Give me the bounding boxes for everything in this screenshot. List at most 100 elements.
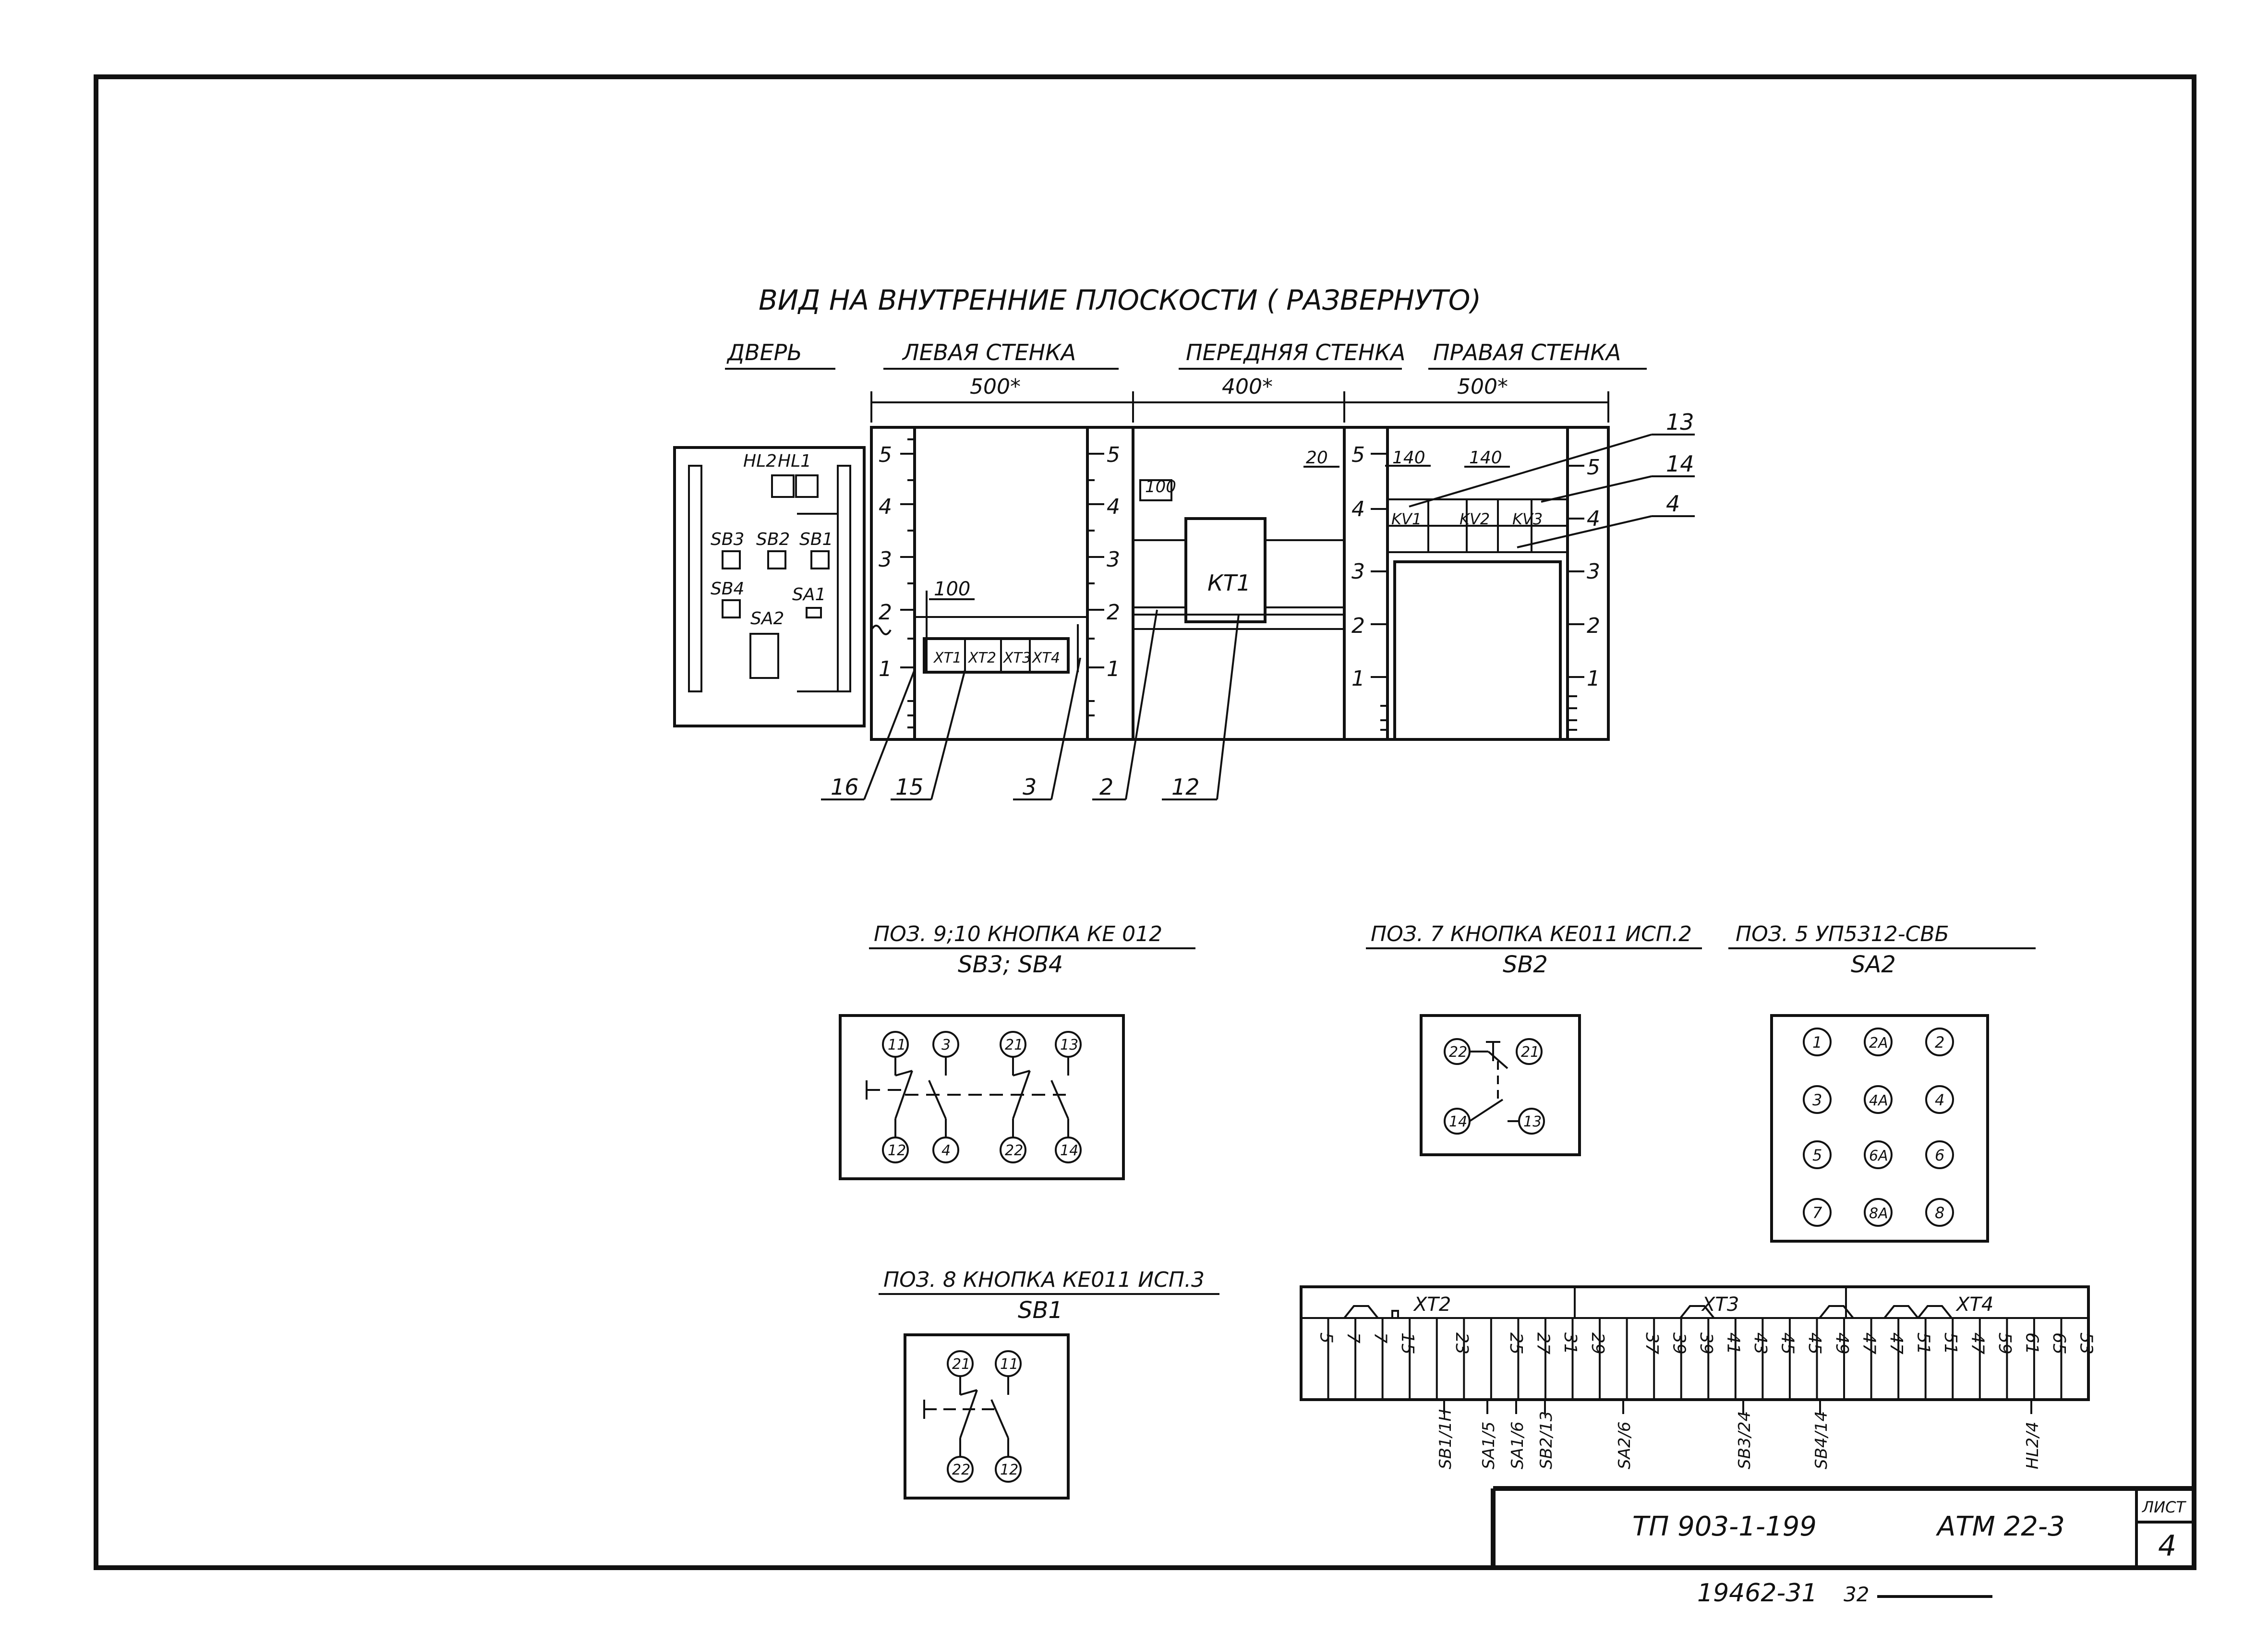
- front-device-kt1: КТ1: [1207, 570, 1251, 596]
- scale-mark-5-b: 5: [1107, 443, 1120, 467]
- scale-mark-3-b: 3: [1107, 547, 1120, 572]
- leader-4: 4: [1666, 491, 1680, 517]
- strip-label: SB1/1Н: [1436, 1409, 1455, 1469]
- terminal-xt4: XT4: [1031, 650, 1060, 666]
- right-dim-20: 20: [1306, 448, 1328, 468]
- d3-pin-4a: 4А: [1869, 1092, 1888, 1109]
- relay-kv3: KV3: [1512, 510, 1543, 528]
- d4-pin-11: 11: [1000, 1356, 1018, 1373]
- door-label-sa2: SA2: [750, 609, 784, 629]
- dim-front-wall: 400*: [1222, 375, 1273, 399]
- strip-cell-number: 25: [1506, 1332, 1526, 1355]
- strip-cell-number: 7: [1343, 1332, 1363, 1343]
- right-dim-140-a: 140: [1392, 448, 1425, 468]
- scale-mark-5-a: 5: [879, 443, 892, 467]
- d4-sub: SB1: [1018, 1297, 1063, 1324]
- strip-label: SA2/6: [1615, 1421, 1634, 1469]
- title-block: [1491, 1486, 2194, 1568]
- d4-title: ПОЗ. 8 КНОПКА КЕ011 ИСП.3: [883, 1268, 1205, 1292]
- strip-cell-number: 15: [1398, 1332, 1417, 1355]
- d2-contacts: [1444, 1038, 1545, 1135]
- strip-cell-number: 49: [1832, 1332, 1852, 1355]
- d3-pin-2: 2: [1935, 1033, 1944, 1052]
- scale-mark-1-a: 1: [879, 657, 892, 681]
- leaders-right: [1409, 434, 1695, 548]
- d2-box: [1420, 1014, 1581, 1156]
- d3-contacts: [1803, 1028, 1954, 1227]
- header-left-wall: ЛЕВАЯ СТЕНКА: [902, 339, 1076, 365]
- strip-cell-number: 47: [1968, 1332, 1988, 1355]
- door-label-hl2: HL2: [743, 451, 777, 471]
- d4-pin-22: 22: [952, 1462, 970, 1478]
- sheet-frame: [94, 74, 2196, 1570]
- scale-mark-2-c: 2: [1351, 614, 1365, 638]
- strip-cell-number: 51: [1913, 1332, 1933, 1355]
- scale-mark-5-c: 5: [1351, 443, 1365, 467]
- d4-pin-12: 12: [1000, 1462, 1018, 1478]
- archive-extra: 32: [1844, 1583, 1869, 1606]
- d2-title: ПОЗ. 7 КНОПКА КЕ011 ИСП.2: [1371, 922, 1692, 946]
- scale-mark-2-b: 2: [1107, 600, 1120, 625]
- header-front-wall: ПЕРЕДНЯЯ СТЕНКА: [1186, 339, 1406, 365]
- strip-cell-number: 45: [1805, 1332, 1824, 1355]
- d2-sub: SB2: [1503, 951, 1548, 978]
- front-dim-100: 100: [1145, 477, 1176, 496]
- d3-pin-1: 1: [1812, 1033, 1822, 1052]
- strip-cell-number: 29: [1588, 1332, 1607, 1355]
- strip-group-xt3: XT3: [1701, 1294, 1739, 1316]
- strip-cell-number: 43: [1750, 1332, 1770, 1355]
- strip-group-xt2: XT2: [1413, 1294, 1451, 1316]
- strip-cell-number: 59: [1995, 1332, 2015, 1355]
- archive-number: 19462-31: [1697, 1579, 1817, 1608]
- d1-pin-4: 4: [941, 1142, 951, 1159]
- scale-mark-4-a: 4: [879, 495, 892, 519]
- d3-pin-2a: 2А: [1869, 1035, 1888, 1052]
- view-title: ВИД НА ВНУТРЕННИЕ ПЛОСКОСТИ ( РАЗВЕРНУТО…: [759, 284, 1481, 316]
- strip-group-xt4: XT4: [1955, 1294, 1993, 1316]
- door-label-sb4: SB4: [711, 579, 744, 599]
- strip-cell-number: 5: [1316, 1332, 1336, 1343]
- strip-label: SA1/6: [1508, 1421, 1527, 1469]
- d3-pin-6a: 6А: [1869, 1148, 1888, 1164]
- scale-left-outer: [900, 438, 915, 728]
- leader-16: 16: [831, 774, 859, 800]
- d3-pin-7: 7: [1812, 1204, 1822, 1222]
- scale-mark-5-d: 5: [1587, 455, 1600, 480]
- stamp-sheet-label: ЛИСТ: [2142, 1498, 2186, 1516]
- leaders-bottom: [821, 609, 1240, 800]
- d1-pin-21: 21: [1005, 1037, 1023, 1053]
- stamp-sheet-number: 4: [2158, 1529, 2176, 1563]
- terminal-xt3: XT3: [1002, 650, 1031, 666]
- d3-pin-8: 8: [1935, 1204, 1944, 1222]
- d1-pin-12: 12: [888, 1142, 906, 1159]
- strip-cell-number: 7: [1370, 1332, 1390, 1343]
- leader-12: 12: [1171, 774, 1200, 800]
- d3-box: [1770, 1014, 1989, 1243]
- d3-pin-3: 3: [1812, 1091, 1822, 1109]
- strip-cell-number: 39: [1696, 1332, 1716, 1355]
- door-label-sb2: SB2: [756, 530, 790, 549]
- strip-cell-number: 41: [1724, 1332, 1743, 1355]
- scale-mark-3-d: 3: [1587, 559, 1600, 584]
- door-label-sb3: SB3: [711, 530, 744, 549]
- dim-right-wall: 500*: [1457, 375, 1508, 399]
- strip-labels: SB1/1Н SA1/5 SA1/6 SB2/13 SA2/6 SB3/24 S…: [1436, 1400, 2042, 1469]
- scale-mark-1-b: 1: [1107, 657, 1120, 681]
- d4-pin-21: 21: [952, 1356, 970, 1373]
- scale-mark-4-b: 4: [1107, 495, 1120, 519]
- d3-sub: SA2: [1851, 951, 1896, 978]
- door-label-sb1: SB1: [799, 530, 833, 549]
- d1-box: [839, 1014, 1125, 1180]
- left-wall-dim-100: 100: [934, 578, 970, 600]
- d1-contacts: [866, 1031, 1082, 1163]
- scale-mark-4-d: 4: [1587, 507, 1600, 531]
- strip-cell-number: 45: [1778, 1332, 1798, 1355]
- door-panel: [673, 446, 866, 727]
- leader-15: 15: [895, 774, 924, 800]
- strip-label: SB4/14: [1812, 1411, 1831, 1469]
- relay-kv2: KV2: [1460, 510, 1490, 528]
- strip-label: SB3/24: [1735, 1411, 1754, 1469]
- strip-cell-number: 65: [2049, 1332, 2069, 1355]
- dim-left-wall: 500*: [970, 375, 1021, 399]
